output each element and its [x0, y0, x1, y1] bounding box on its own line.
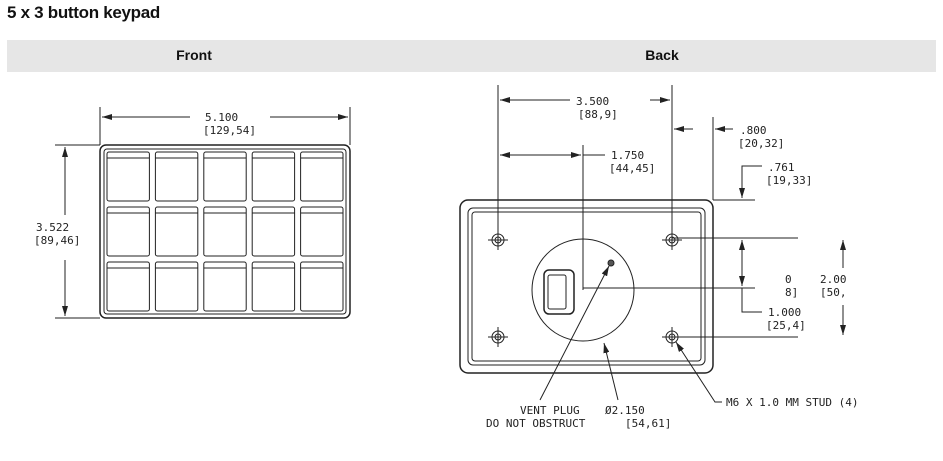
keypad-button — [154, 151, 199, 202]
back-header: Back — [645, 47, 679, 63]
keypad-button — [154, 261, 199, 312]
stud-label: M6 X 1.0 MM STUD (4) — [726, 396, 858, 409]
back-dim-fragment-1: 0 — [785, 273, 792, 286]
back-view: 3.500 [88,9] 1.750 [44,45] .800 [20,32] … — [459, 85, 858, 430]
keypad-button — [251, 206, 296, 257]
vent-plug-note: DO NOT OBSTRUCT — [486, 417, 586, 430]
diameter-in: Ø2.150 — [605, 404, 645, 417]
back-dim-1750-in: 1.750 — [611, 149, 644, 162]
back-dim-800-mm: [20,32] — [738, 137, 784, 150]
front-view: 5.100 [129,54] 3.522 [89,46] — [34, 107, 351, 319]
back-dim-fragment-2: 8] — [785, 286, 798, 299]
back-dim-200-mm: [50, — [820, 286, 847, 299]
keypad-button — [203, 261, 247, 312]
keypad-button — [251, 261, 296, 312]
front-height-mm: [89,46] — [34, 234, 80, 247]
keypad-button — [300, 151, 344, 202]
front-height-in: 3.522 — [36, 221, 69, 234]
stud-icons — [488, 230, 682, 347]
back-dim-761-in: .761 — [768, 161, 795, 174]
front-header: Front — [176, 47, 212, 63]
back-dim-1000-mm: [25,4] — [766, 319, 806, 332]
page-title: 5 x 3 button keypad — [7, 3, 161, 22]
keypad-button — [203, 206, 247, 257]
keypad-button — [106, 151, 150, 202]
back-dim-1750-mm: [44,45] — [609, 162, 655, 175]
front-width-mm: [129,54] — [203, 124, 256, 137]
keypad-button — [106, 206, 150, 257]
diameter-mm: [54,61] — [625, 417, 671, 430]
back-dim-800-in: .800 — [740, 124, 767, 137]
keypad-button — [203, 151, 247, 202]
front-width-in: 5.100 — [205, 111, 238, 124]
keypad-button — [154, 206, 199, 257]
keypad-button — [300, 206, 344, 257]
keypad-button — [300, 261, 344, 312]
back-dim-1000-in: 1.000 — [768, 306, 801, 319]
back-dim-200-in: 2.00 — [820, 273, 847, 286]
keypad-button — [251, 151, 296, 202]
keypad-button — [106, 261, 150, 312]
back-dim-3500-mm: [88,9] — [578, 108, 618, 121]
back-dim-3500-in: 3.500 — [576, 95, 609, 108]
back-dim-761-mm: [19,33] — [766, 174, 812, 187]
view-header-bar: Front Back — [7, 40, 936, 72]
vent-plug-label: VENT PLUG — [520, 404, 580, 417]
